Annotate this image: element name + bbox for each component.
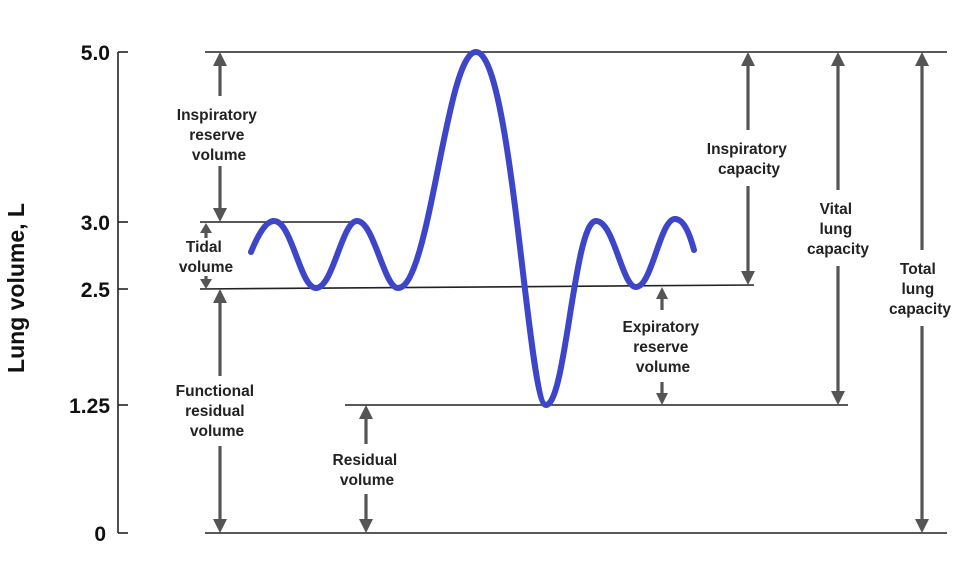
inspiratory-reserve-arrow <box>213 52 227 222</box>
measurement-arrows <box>200 52 929 533</box>
spirometer-trace <box>248 49 697 408</box>
tick-label-5: 5.0 <box>81 42 110 65</box>
vital-capacity-label: Vital lung capacity <box>807 201 869 258</box>
tick-label-3: 3.0 <box>81 212 110 235</box>
inspiratory-capacity-arrow <box>741 52 755 285</box>
total-capacity-label: Total lung capacity <box>889 261 951 318</box>
inspiratory-capacity-label: Inspiratory capacity <box>707 141 791 178</box>
total-capacity-arrow <box>915 52 929 533</box>
tick-label-2-5: 2.5 <box>81 279 111 302</box>
tidal-volume-arrow <box>200 223 212 289</box>
tick-label-0: 0 <box>94 523 106 546</box>
annotation-labels: Inspiratory reserve volume Tidal volume … <box>176 107 952 489</box>
expiratory-reserve-label: Expiratory reserve volume <box>623 319 704 376</box>
reference-lines <box>199 51 947 534</box>
functional-residual-arrow <box>213 289 227 533</box>
residual-volume-label: Residual volume <box>333 452 402 489</box>
functional-residual-line <box>199 284 755 290</box>
vital-capacity-arrow <box>831 52 845 405</box>
tidal-volume-label: Tidal volume <box>179 239 234 276</box>
tick-label-1-25: 1.25 <box>69 395 110 418</box>
y-axis-label: Lung volume, L <box>3 203 29 373</box>
functional-residual-label: Functional residual volume <box>176 383 259 440</box>
residual-volume-arrow <box>359 405 373 533</box>
expiratory-reserve-arrow <box>656 287 668 405</box>
y-axis: 5.0 3.0 2.5 1.25 0 Lung volume, L <box>3 42 128 546</box>
inspiratory-reserve-label: Inspiratory reserve volume <box>177 107 261 164</box>
